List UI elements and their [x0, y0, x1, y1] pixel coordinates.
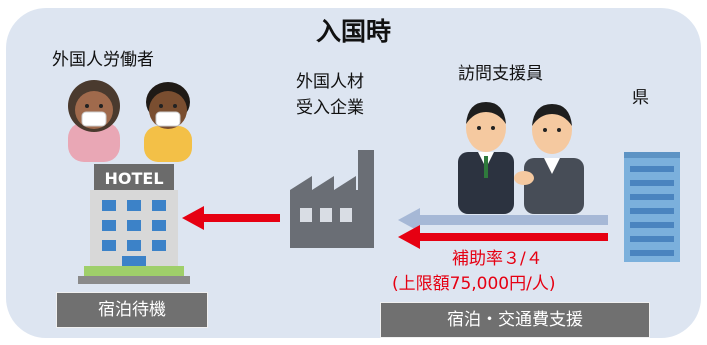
worker-man-icon — [144, 82, 192, 162]
prefecture-building-icon — [624, 152, 680, 262]
support-staff-illustration — [458, 102, 584, 214]
worker-woman-icon — [68, 80, 120, 162]
workers-illustration — [68, 80, 192, 162]
company-label-line1: 外国人材 — [296, 72, 364, 92]
standby-label-box: 宿泊待機 — [56, 292, 208, 328]
subsidy-rate-text: 補助率３/４ — [452, 249, 543, 269]
factory-icon — [290, 150, 374, 248]
red-arrow-to-hotel — [182, 206, 280, 230]
red-arrow-to-company — [398, 225, 608, 249]
blue-arrow-to-company — [398, 208, 608, 232]
support-label-box: 宿泊・交通費支援 — [380, 302, 650, 338]
visitors-label: 訪問支援員 — [458, 64, 543, 84]
workers-label: 外国人労働者 — [52, 50, 154, 70]
diagram-title: 入国時 — [315, 17, 391, 46]
prefecture-label: 県 — [632, 88, 649, 108]
staff-person-left-icon — [458, 102, 514, 214]
hotel-sign-text: HOTEL — [104, 169, 163, 188]
subsidy-limit-text: (上限額75,000円/人) — [392, 274, 556, 294]
staff-person-right-icon — [514, 104, 584, 214]
hotel-building-icon: HOTEL — [78, 164, 190, 284]
company-label-line2: 受入企業 — [296, 98, 364, 118]
